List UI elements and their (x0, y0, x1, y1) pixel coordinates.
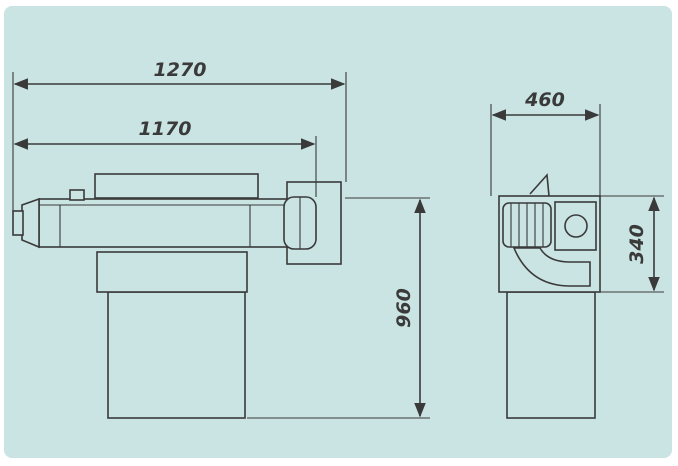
base-cabinet (107, 291, 246, 419)
dim-460-label: 460 (524, 89, 565, 111)
left-cap (12, 210, 24, 236)
side-lever (529, 173, 550, 197)
side-cabinet (506, 291, 596, 419)
dim-1170-label: 1170 (139, 118, 192, 140)
machine-table (38, 198, 308, 248)
dim-340-label: 340 (626, 224, 648, 264)
left-nose (21, 197, 40, 249)
front-view (12, 173, 342, 419)
curved-guard (512, 247, 591, 287)
side-view (498, 173, 601, 419)
spindle-circle (564, 214, 588, 238)
dim-1270-label: 1270 (154, 59, 207, 81)
upper-housing (94, 173, 259, 199)
dimension-lines (12, 72, 664, 419)
top-knob (69, 189, 85, 201)
dim-960-label: 960 (393, 288, 415, 328)
cabinet-top (96, 251, 248, 293)
